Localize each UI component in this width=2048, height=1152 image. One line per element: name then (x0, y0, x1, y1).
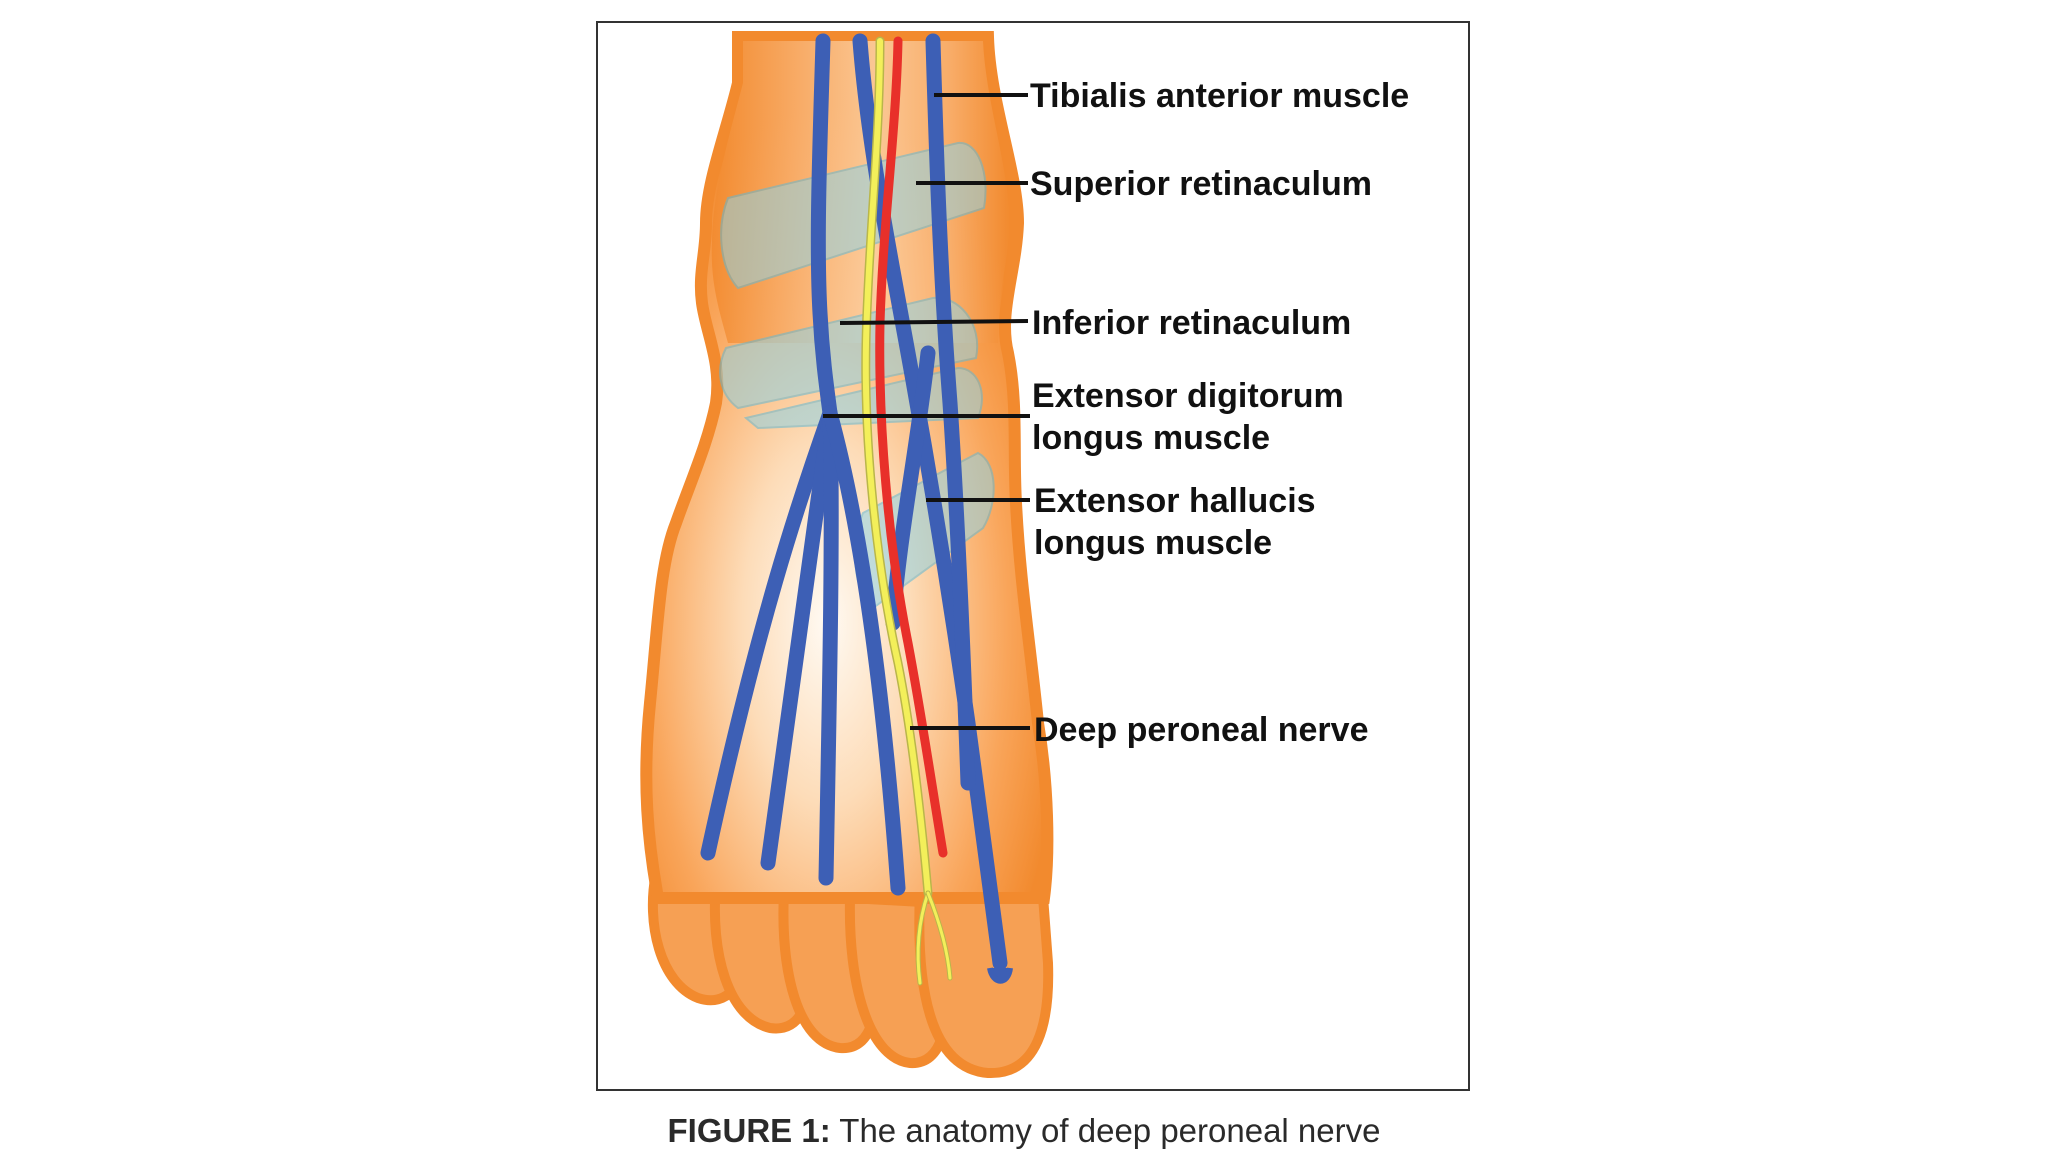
toe-big (914, 877, 1054, 1079)
tendon-ehl (852, 33, 1008, 971)
label-tibialis-anterior: Tibialis anterior muscle (1030, 77, 1409, 115)
tendon-edl-branch-1 (700, 405, 838, 861)
label-deep-peroneal-nerve: Deep peroneal nerve (1034, 711, 1368, 749)
tendon-ehl-tip (987, 967, 1013, 984)
tendon-tibialis-anterior (925, 33, 976, 791)
figure-frame: Tibialis anterior muscle Superior retina… (596, 21, 1470, 1091)
toes (647, 867, 1054, 1079)
tendon-edl-main (810, 33, 838, 421)
leader-inferior (839, 319, 1029, 325)
foot-anatomy-diagram: Tibialis anterior muscle Superior retina… (640, 31, 1409, 1079)
dorsalis-pedis-artery (875, 36, 948, 858)
label-inferior-retinaculum: Inferior retinaculum (1032, 304, 1351, 342)
tendon-edl-branch-4 (822, 405, 906, 896)
caption-text: The anatomy of deep peroneal nerve (839, 1112, 1381, 1149)
label-superior-retinaculum: Superior retinaculum (1030, 165, 1372, 203)
tendon-edl-branch-3 (818, 405, 839, 886)
figure-caption: FIGURE 1: The anatomy of deep peroneal n… (0, 1112, 2048, 1152)
label-ehl-line1: Extensor hallucis (1034, 482, 1316, 520)
label-ehl-line2: longus muscle (1034, 524, 1272, 562)
tendons (700, 33, 1008, 971)
caption-figure-label: FIGURE 1: (667, 1112, 831, 1149)
leader-lines (823, 93, 1030, 730)
label-edl-line2: longus muscle (1032, 419, 1270, 457)
deep-peroneal-nerve (861, 36, 953, 986)
label-edl-line1: Extensor digitorum (1032, 377, 1344, 415)
superior-retinaculum (720, 141, 987, 290)
